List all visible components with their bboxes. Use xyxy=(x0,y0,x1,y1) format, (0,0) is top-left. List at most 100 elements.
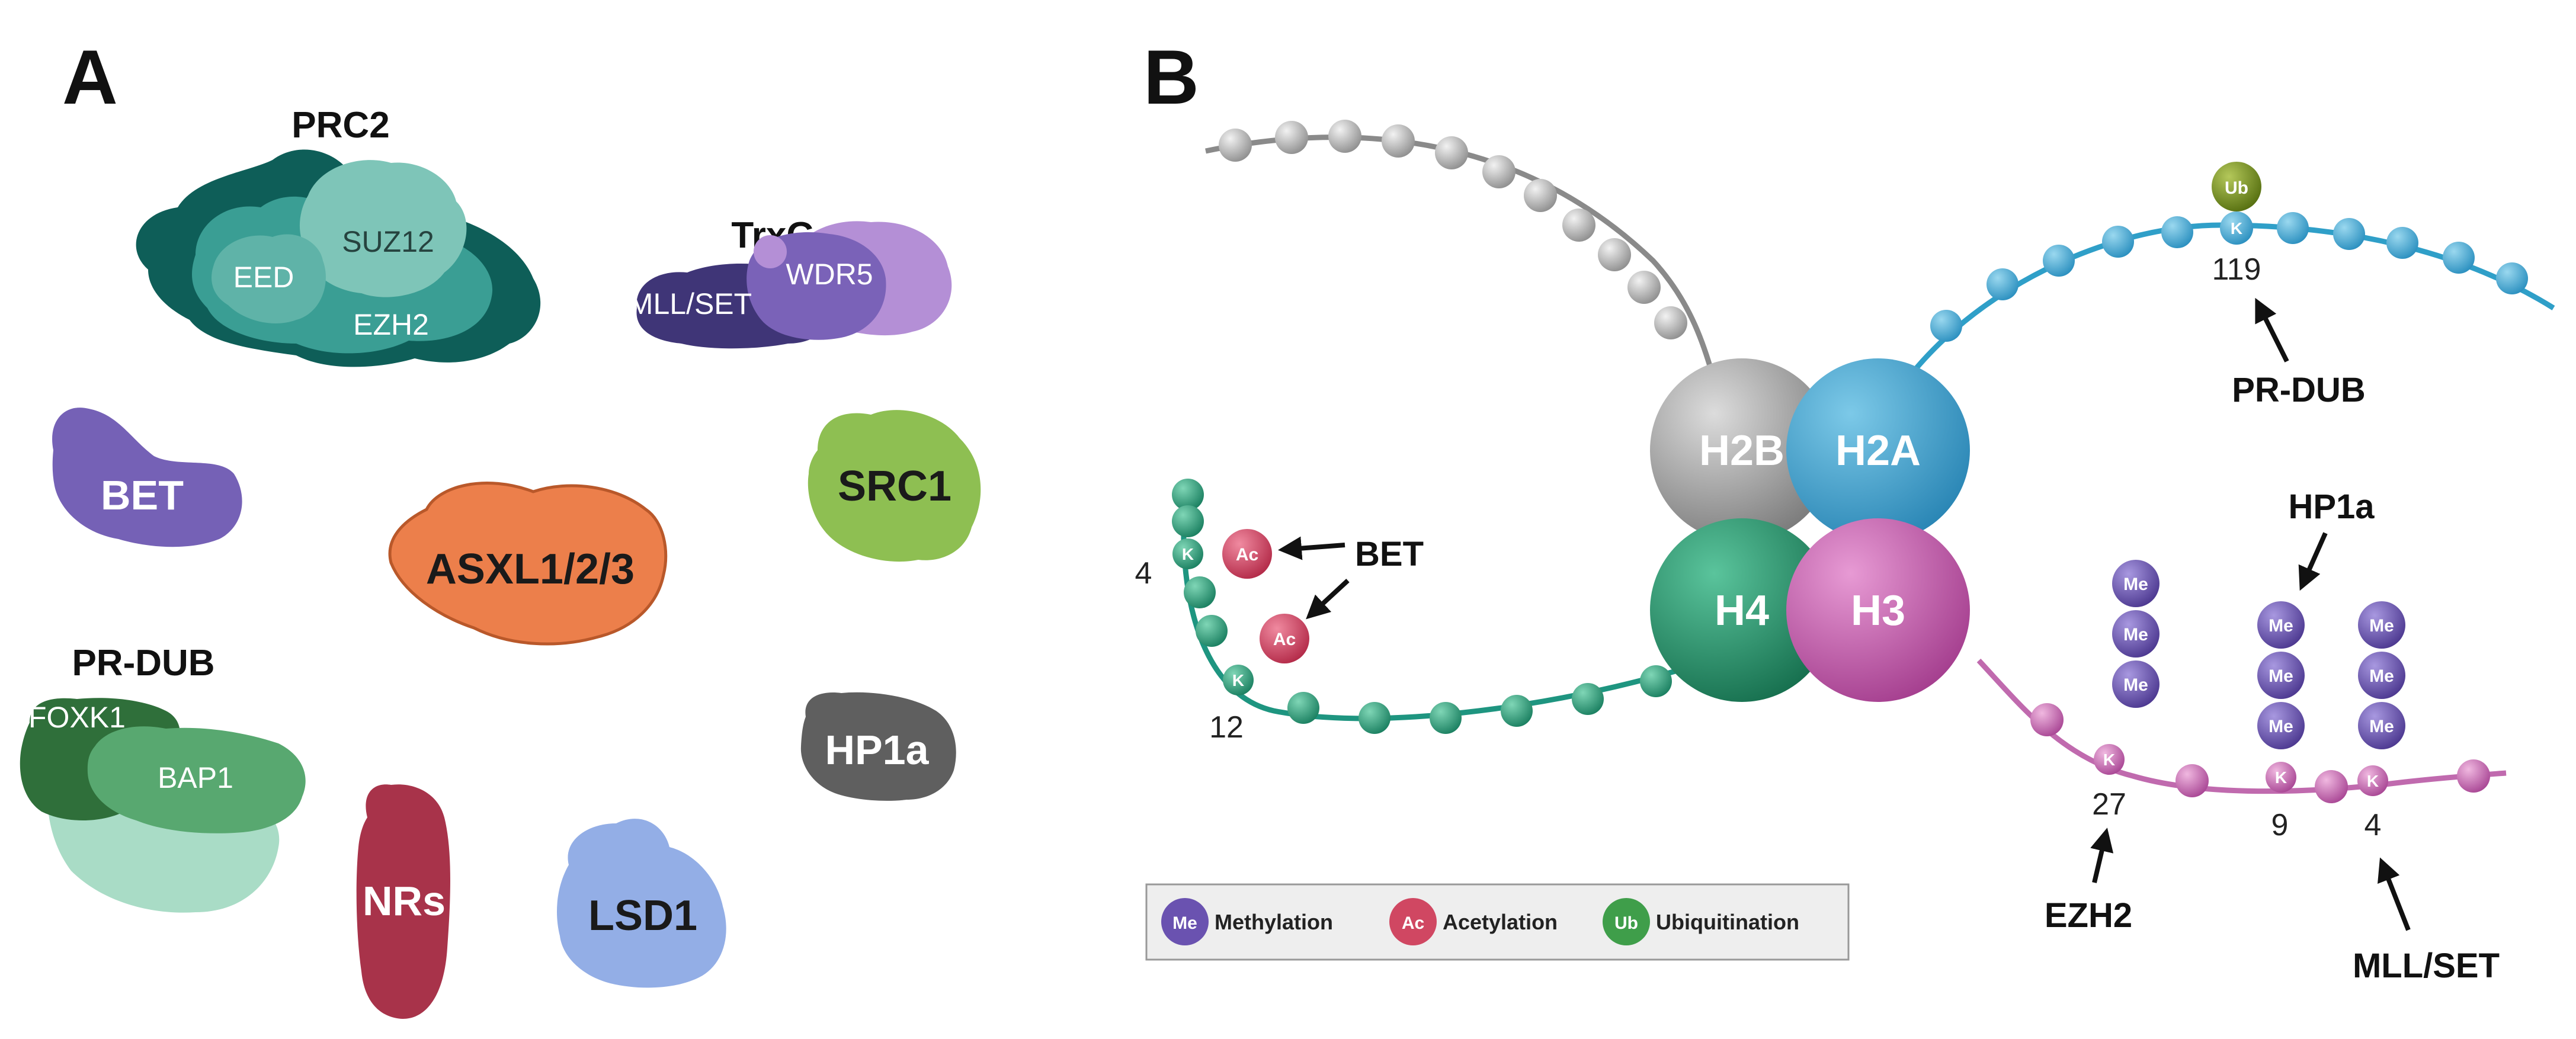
asxl-label: ASXL1/2/3 xyxy=(426,546,635,593)
ezh2-arrow xyxy=(2090,828,2114,883)
prdub-complex: PR-DUB FOXK1 BAP1 xyxy=(20,643,306,913)
h4-bead-9 xyxy=(1572,683,1604,715)
k9-me-3-label: Me xyxy=(2269,717,2293,736)
bet-annotation: BET xyxy=(1355,535,1424,573)
ub-mark xyxy=(2212,162,2261,211)
h2a-histone xyxy=(1786,358,1970,542)
prc2-light-subunit xyxy=(299,160,467,297)
ac-mark-2 xyxy=(1260,614,1309,663)
k27-me-2 xyxy=(2112,610,2160,658)
hp1a-shape xyxy=(800,692,956,801)
wdr5-label: WDR5 xyxy=(786,258,873,291)
hp1a-protein: HP1a xyxy=(800,692,956,801)
h3-methylation-sites: K 27 Me Me Me EZH2 K 9 Me Me Me HP1a K 4… xyxy=(2045,488,2500,985)
h4-k4-number: 4 xyxy=(1135,556,1152,591)
legend-ac-swatch xyxy=(1389,898,1437,945)
bet-shape xyxy=(52,408,242,547)
h3-k4-number: 4 xyxy=(2364,808,2382,842)
mll-label: MLL/SET xyxy=(629,287,752,320)
h2b-bead-8 xyxy=(1562,209,1595,242)
bap1-label: BAP1 xyxy=(158,761,233,794)
prc2-title: PRC2 xyxy=(291,105,389,146)
h4-bead-1 xyxy=(1172,479,1204,511)
h2b-bead-3 xyxy=(1328,120,1361,153)
legend-ub-mark: Ub xyxy=(1614,913,1638,933)
k4-me-3 xyxy=(2358,702,2405,749)
ezh2-annotation: EZH2 xyxy=(2045,896,2132,935)
h3-bead-3 xyxy=(2315,770,2348,803)
h3-histone xyxy=(1786,518,1970,702)
hp1a-annotation: HP1a xyxy=(2288,488,2375,526)
bet-arrow-2 xyxy=(1306,579,1350,620)
k4-me-2 xyxy=(2358,652,2405,699)
foxk1-label: FOXK1 xyxy=(28,701,126,734)
h3-bead-4 xyxy=(2457,759,2490,793)
k4-me-2-label: Me xyxy=(2369,666,2394,686)
prdub-annotation: PR-DUB xyxy=(2232,371,2366,409)
h4-label: H4 xyxy=(1715,587,1769,634)
prdub-arrow xyxy=(2255,297,2289,363)
ac-mark-1-label: Ac xyxy=(1236,545,1258,565)
h2b-tail-beads xyxy=(1219,120,1687,339)
nrs-shape xyxy=(356,784,450,1019)
k4-me-1 xyxy=(2358,601,2405,649)
legend-acetylation-label: Acetylation xyxy=(1443,910,1558,934)
h3-k9-k-label: K xyxy=(2275,768,2287,787)
h3-k4-lysine xyxy=(2357,765,2388,796)
trxg-knob xyxy=(754,235,787,268)
k9-me-2-label: Me xyxy=(2269,666,2293,686)
k119-lysine xyxy=(2220,211,2253,245)
h3-bead-2 xyxy=(2175,764,2209,797)
h4-bead-2 xyxy=(1172,505,1204,537)
h2a-bead-6 xyxy=(2277,212,2309,244)
prdub-mid-subunit xyxy=(87,726,306,833)
h4-k12-lysine xyxy=(1223,665,1254,695)
hp1a-panel-a-label: HP1a xyxy=(825,727,929,773)
legend: Me Methylation Ac Acetylation Ub Ubiquit… xyxy=(1145,883,1850,961)
legend-ubiquitination-label: Ubiquitination xyxy=(1656,910,1799,934)
legend-ub-swatch xyxy=(1603,898,1650,945)
h2b-tail-line xyxy=(1205,134,1724,409)
h2a-bead-7 xyxy=(2333,218,2365,250)
k27-me-3-label: Me xyxy=(2123,675,2148,695)
h3-label: H3 xyxy=(1851,587,1905,634)
h2b-bead-1 xyxy=(1219,129,1252,162)
h2b-bead-2 xyxy=(1275,121,1308,154)
prdub-title: PR-DUB xyxy=(72,643,214,684)
nrs-protein: NRs xyxy=(356,784,450,1019)
src1-protein: SRC1 xyxy=(808,410,981,562)
h2a-bead-9 xyxy=(2443,242,2475,274)
src1-label: SRC1 xyxy=(838,463,951,510)
ac-mark-2-label: Ac xyxy=(1273,630,1296,649)
asxl-protein: ASXL1/2/3 xyxy=(388,482,668,646)
k27-me-1-label: Me xyxy=(2123,575,2148,594)
h2a-bead-10 xyxy=(2496,262,2528,294)
k119-k-label: K xyxy=(2231,219,2242,238)
h4-bead-5 xyxy=(1287,692,1319,724)
mllset-annotation: MLL/SET xyxy=(2353,947,2500,985)
bet-label: BET xyxy=(101,472,184,518)
bet-protein: BET xyxy=(52,408,242,547)
h2a-k119-site: K Ub 119 PR-DUB xyxy=(2212,162,2366,409)
legend-methylation-label: Methylation xyxy=(1215,910,1333,934)
h4-bead-7 xyxy=(1430,702,1462,734)
h3-k27-number: 27 xyxy=(2092,787,2126,822)
h2a-bead-4 xyxy=(2102,226,2134,258)
hp1a-arrow xyxy=(2298,532,2328,591)
legend-me-mark: Me xyxy=(1172,913,1197,933)
prc2-eed-subunit xyxy=(212,234,326,323)
h4-k12-k-label: K xyxy=(1232,671,1244,690)
h2a-bead-5 xyxy=(2161,216,2193,248)
panel-b-letter: B xyxy=(1143,34,1199,120)
h2a-bead-3 xyxy=(2043,245,2075,277)
lsd1-label: LSD1 xyxy=(588,892,697,939)
h3-bead-1 xyxy=(2030,703,2064,736)
src1-shape xyxy=(808,410,981,562)
h2b-bead-6 xyxy=(1482,155,1516,188)
h2a-label: H2A xyxy=(1835,427,1921,474)
h3-tail-beads xyxy=(2030,703,2490,803)
h3-k9-number: 9 xyxy=(2271,808,2289,842)
h2a-bead-8 xyxy=(2386,227,2418,259)
k9-me-3 xyxy=(2257,702,2305,749)
